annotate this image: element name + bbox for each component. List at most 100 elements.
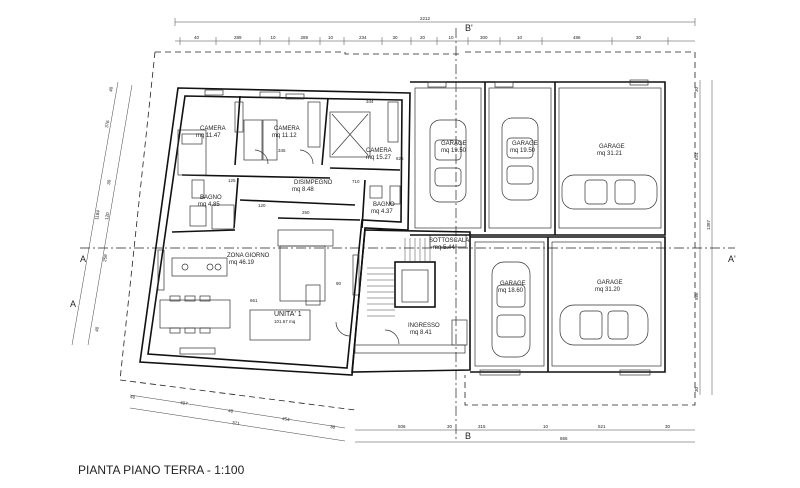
car-top-1 (429, 119, 467, 203)
dim-right: 1387 (706, 219, 711, 230)
room-area: mq 15.27 (366, 155, 392, 161)
room-name: GARAGE (441, 141, 467, 147)
dim-top: 289 (301, 35, 309, 40)
furniture (159, 101, 401, 345)
dim-top: 10 (328, 35, 334, 40)
dim-inner: 661 (250, 298, 258, 303)
dim-right: 624 (694, 152, 699, 160)
dim-bottom-right: 30 (447, 424, 453, 429)
garages (410, 79, 666, 376)
axis-label-b-top: B' (465, 23, 473, 33)
dim-inner: 250 (302, 210, 310, 215)
room-area: mq 18.60 (498, 288, 524, 294)
dim-total-top: 2212 (420, 16, 431, 21)
room-area: mq 4.37 (371, 209, 393, 215)
section-axes: A A' B' B A (70, 23, 736, 441)
dim-bottom-right: 10 (543, 424, 549, 429)
dim-bottom-right: 866 (560, 436, 568, 441)
unit-name: UNITA' 1 (274, 311, 302, 318)
dim-top: 300 (480, 35, 488, 40)
axis-label-a-right: A' (728, 254, 736, 264)
room-area: mq 31.20 (595, 287, 621, 293)
room-name: DISIMPEGNO (294, 180, 333, 186)
dim-top: 289 (234, 35, 242, 40)
dim-inner: 345 (278, 148, 286, 153)
site-boundary (119, 51, 696, 411)
car-top-2 (501, 117, 539, 201)
dim-inner: 344 (366, 99, 374, 104)
dim-inner: 120 (258, 203, 266, 208)
car-bottom-1 (491, 261, 531, 358)
drawing-title: PIANTA PIANO TERRA - 1:100 (78, 463, 245, 477)
dim-left: 40 (108, 86, 114, 92)
dim-bottom-left: 454 (282, 416, 291, 422)
axis-label-b-bottom: B (465, 431, 471, 441)
dim-bottom-left: 30 (330, 424, 336, 430)
dim-bottom-right: 30 (665, 424, 671, 429)
dim-inner: 710 (352, 179, 360, 184)
room-name: SOTTOSCALA (429, 238, 469, 244)
dim-bottom-right: 506 (398, 424, 406, 429)
room-area: mq 11.12 (272, 133, 297, 139)
dim-top: 30 (393, 35, 399, 40)
room-area: mq 31.21 (597, 151, 623, 157)
room-name: GARAGE (500, 281, 526, 287)
room-area: mq 8.48 (292, 187, 314, 193)
dim-bottom-right: 521 (598, 424, 606, 429)
dim-top: 10 (271, 35, 277, 40)
inner-dimensions: 344 345 710 120 250 661 626 90 125 (228, 99, 404, 303)
unit-walls (139, 87, 411, 376)
dim-bottom-left: 407 (180, 400, 189, 406)
dim-right: 30 (694, 86, 699, 92)
dim-bottom-left: 371 (232, 420, 241, 426)
room-name: GARAGE (597, 280, 623, 286)
room-name: CAMERA (366, 148, 392, 154)
room-name: CAMERA (200, 126, 226, 132)
axis-label-a-left: A (80, 254, 86, 264)
dim-inner: 626 (396, 156, 404, 161)
room-area: mq 19.50 (510, 148, 536, 154)
car-top-3 (561, 174, 658, 210)
dim-top: 234 (359, 35, 367, 40)
dim-left: 259 (102, 253, 108, 262)
dim-left: 120 (104, 211, 110, 220)
room-name: BAGNO (200, 195, 222, 201)
dim-bottom-left: 40 (228, 408, 234, 414)
dim-right: 30 (694, 386, 699, 392)
dim-inner: 90 (336, 281, 342, 286)
room-area: mq 5.44 (433, 245, 455, 251)
dim-bottom-left: 40 (130, 394, 136, 400)
room-name: GARAGE (599, 144, 625, 150)
dim-top: 20 (420, 35, 426, 40)
dim-left: 1184 (94, 209, 101, 220)
room-area: mq 11.47 (196, 133, 221, 139)
dim-left: 376 (104, 119, 110, 128)
dim-top: 30 (636, 35, 642, 40)
room-name: GARAGE (512, 141, 538, 147)
dim-left: 40 (94, 326, 100, 332)
room-name: INGRESSO (408, 323, 440, 329)
room-area: mq 8.41 (410, 330, 432, 336)
room-area: mq 4.85 (198, 202, 220, 208)
dim-top: 486 (573, 35, 581, 40)
room-area: mq 46.19 (229, 260, 255, 266)
room-name: CAMERA (274, 126, 300, 132)
axis-label-a-far-left: A (70, 299, 76, 309)
dim-inner: 125 (228, 178, 236, 183)
car-bottom-2 (559, 304, 649, 346)
unit-area: 101.67 mq (274, 319, 296, 324)
room-name: ZONA GIORNO (227, 253, 270, 259)
parked-cars (429, 117, 658, 358)
dim-right: 586 (694, 292, 699, 300)
dim-bottom-right: 315 (478, 424, 486, 429)
room-area: mq 19.50 (441, 148, 467, 154)
room-labels: CAMERA mq 11.47 CAMERA mq 11.12 CAMERA m… (196, 126, 625, 336)
dim-top: 40 (194, 35, 200, 40)
dimension-lines: 2212 40 289 10 289 10 234 30 20 10 300 10 486 30 40 4… (71, 16, 713, 443)
stair-core (351, 229, 471, 373)
room-name: BAGNO (373, 202, 395, 208)
dim-left: 30 (106, 179, 112, 185)
dim-top: 10 (517, 35, 523, 40)
dim-top: 10 (449, 35, 455, 40)
